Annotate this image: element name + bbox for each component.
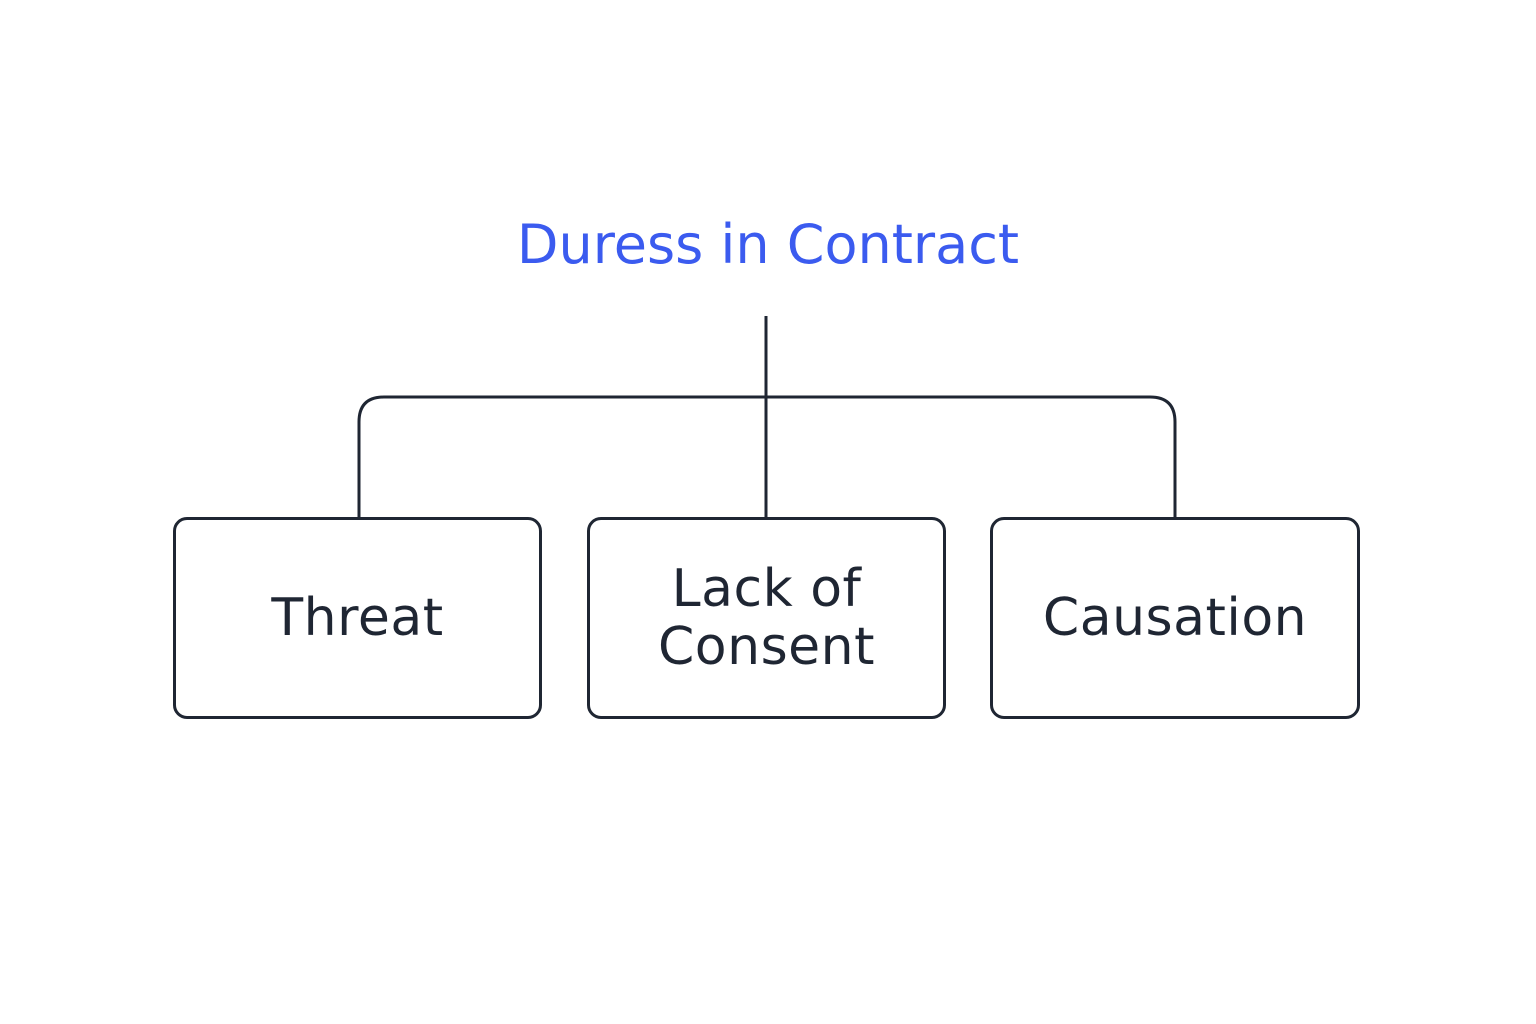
node-threat: Threat (173, 517, 542, 719)
node-lack-of-consent-label: Lack of Consent (657, 559, 875, 677)
diagram-title: Duress in Contract (516, 213, 1020, 276)
connector-bracket (357, 395, 1177, 517)
node-causation-label: Causation (1042, 588, 1308, 648)
node-lack-of-consent: Lack of Consent (587, 517, 946, 719)
node-threat-label: Threat (271, 588, 444, 648)
node-causation: Causation (990, 517, 1360, 719)
